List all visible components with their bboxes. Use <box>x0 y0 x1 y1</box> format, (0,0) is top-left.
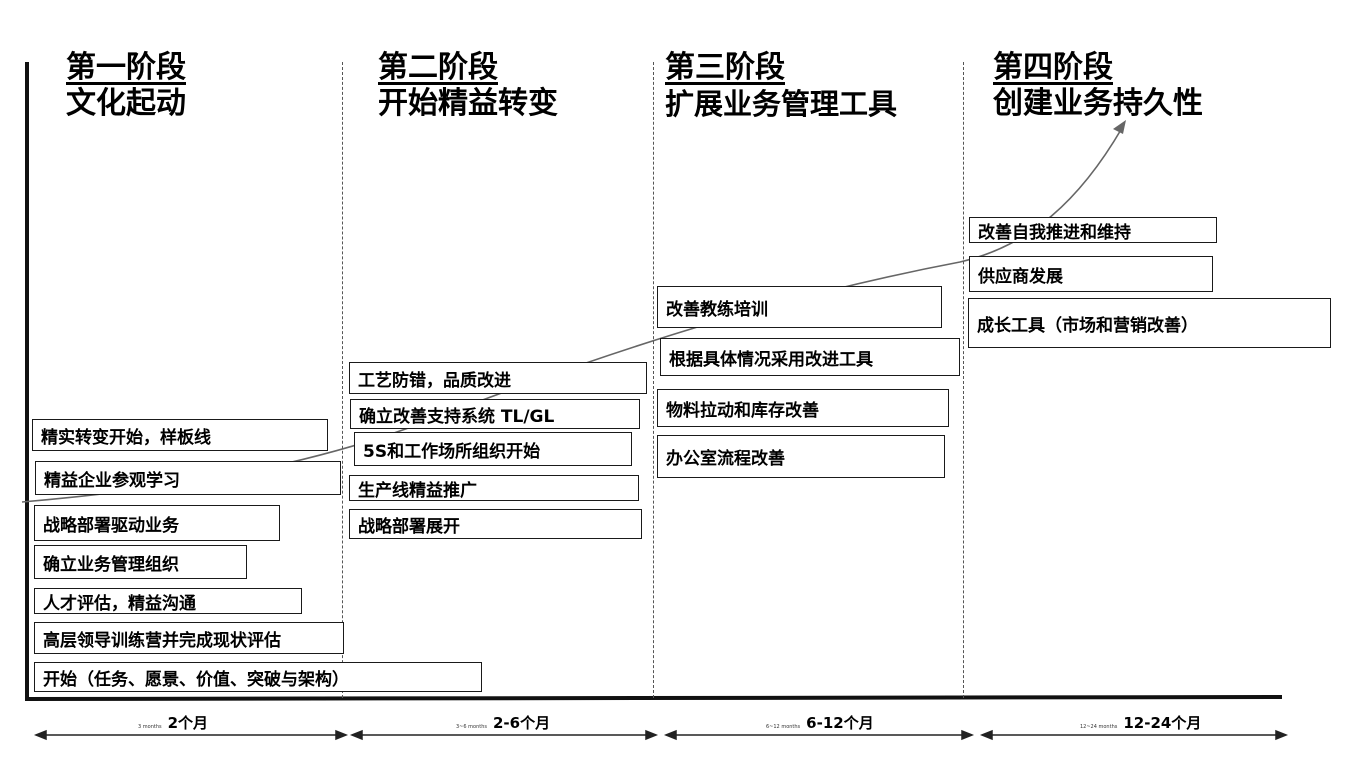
phase-3-subtitle: 扩展业务管理工具 <box>665 87 898 121</box>
duration-arrow-4 <box>979 729 1289 741</box>
phase-4-title: 第四阶段 <box>993 50 1113 85</box>
duration-label-1: 3 months 2个月 <box>138 712 208 733</box>
duration-main-1: 2个月 <box>167 714 209 732</box>
phase1-item-4: 确立业务管理组织 <box>34 545 247 579</box>
phase1-item-7: 开始（任务、愿景、价值、突破与架构） <box>34 662 482 692</box>
phase2-item-1: 工艺防错，品质改进 <box>349 362 647 394</box>
duration-label-4: 12~24 months 12-24个月 <box>1080 712 1201 733</box>
phase-4-subtitle: 创建业务持久性 <box>993 86 1203 121</box>
duration-label-3: 6~12 months 6-12个月 <box>766 712 874 733</box>
phase-divider-2 <box>653 62 654 698</box>
duration-main-2: 2-6个月 <box>492 714 551 732</box>
phase-2-subtitle: 开始精益转变 <box>378 86 558 121</box>
phase-3-title: 第三阶段 <box>665 50 785 85</box>
phase1-item-5: 人才评估，精益沟通 <box>34 588 302 614</box>
phase-divider-1 <box>342 62 343 698</box>
phase3-item-4: 办公室流程改善 <box>657 435 945 478</box>
phase-2-title: 第二阶段 <box>378 50 498 85</box>
duration-arrow-1 <box>33 729 349 741</box>
phase-divider-3 <box>963 62 964 698</box>
duration-main-4: 12-24个月 <box>1123 714 1202 732</box>
phase2-item-3: 5S和工作场所组织开始 <box>354 432 632 466</box>
phase-1-subtitle: 文化起动 <box>66 86 186 121</box>
phase3-item-3: 物料拉动和库存改善 <box>657 389 949 427</box>
phase-1-title: 第一阶段 <box>66 50 186 85</box>
phase1-item-2: 精益企业参观学习 <box>35 461 341 495</box>
duration-small-1: 3 months <box>138 724 162 730</box>
duration-small-4: 12~24 months <box>1080 724 1118 730</box>
phase3-item-1: 改善教练培训 <box>657 286 942 328</box>
phase3-item-2: 根据具体情况采用改进工具 <box>660 338 960 376</box>
phase4-item-3: 成长工具（市场和营销改善） <box>968 298 1331 348</box>
duration-main-3: 6-12个月 <box>806 714 874 732</box>
phase2-item-5: 战略部署展开 <box>349 509 642 539</box>
phase2-item-2: 确立改善支持系统 TL/GL <box>350 399 640 429</box>
duration-arrow-3 <box>663 729 975 741</box>
phase1-item-3: 战略部署驱动业务 <box>34 505 280 541</box>
phase4-item-2: 供应商发展 <box>969 256 1213 292</box>
duration-small-2: 3~6 months <box>456 724 487 730</box>
phase1-item-6: 高层领导训练营并完成现状评估 <box>34 622 344 654</box>
phase2-item-4: 生产线精益推广 <box>349 475 639 501</box>
curve-arrowhead <box>1113 120 1126 134</box>
x-axis <box>24 695 1283 701</box>
duration-small-3: 6~12 months <box>766 724 801 730</box>
duration-arrow-2 <box>349 729 659 741</box>
phase4-item-1: 改善自我推进和维持 <box>969 217 1217 243</box>
duration-label-2: 3~6 months 2-6个月 <box>456 712 550 733</box>
phase1-item-1: 精实转变开始，样板线 <box>32 419 328 451</box>
